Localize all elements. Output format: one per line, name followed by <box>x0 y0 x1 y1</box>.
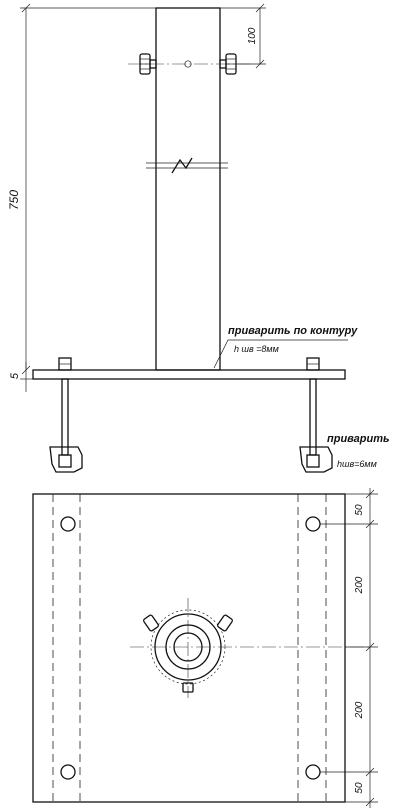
weld-contour-size: h шв =8мм <box>234 344 279 354</box>
dimension-label-5: 5 <box>9 372 21 379</box>
dimension-750 <box>20 3 156 375</box>
plan-view: 50 200 200 50 <box>32 488 378 808</box>
dimension-label-200-lower: 200 <box>354 701 365 719</box>
anchor-bolt-right <box>299 357 333 473</box>
bolt-hole-bottom-right <box>305 764 321 780</box>
bolt-hole-top-right <box>305 516 321 532</box>
wing-bolt-left-icon <box>139 53 157 75</box>
dimension-label-750: 750 <box>7 190 21 210</box>
dimension-label-100: 100 <box>247 27 258 44</box>
bolt-hole-bottom-left <box>60 764 76 780</box>
weld-leader <box>213 339 348 369</box>
break-mark <box>146 157 228 174</box>
dimension-5 <box>20 362 33 392</box>
base-plate <box>32 369 346 380</box>
elevation-view: 750 5 100 приварить по контуру h шв =8мм… <box>7 3 390 473</box>
bolt-hole <box>184 60 192 68</box>
plate-outline <box>32 493 346 803</box>
dimension-label-50-bottom: 50 <box>354 782 365 794</box>
weld-bracket-note: приварить <box>327 433 390 445</box>
bolt-hole-top-left <box>60 516 76 532</box>
dimension-100 <box>220 3 266 69</box>
dimension-label-200-upper: 200 <box>354 576 365 594</box>
weld-bracket-size: hшв=6мм <box>337 459 377 469</box>
anchor-bolt-left <box>49 357 83 473</box>
post-section-icon <box>143 609 233 693</box>
dimension-label-50-top: 50 <box>354 504 365 516</box>
dimension-chain-right <box>320 488 378 808</box>
weld-contour-note: приварить по контуру <box>228 325 358 337</box>
post <box>155 7 221 371</box>
